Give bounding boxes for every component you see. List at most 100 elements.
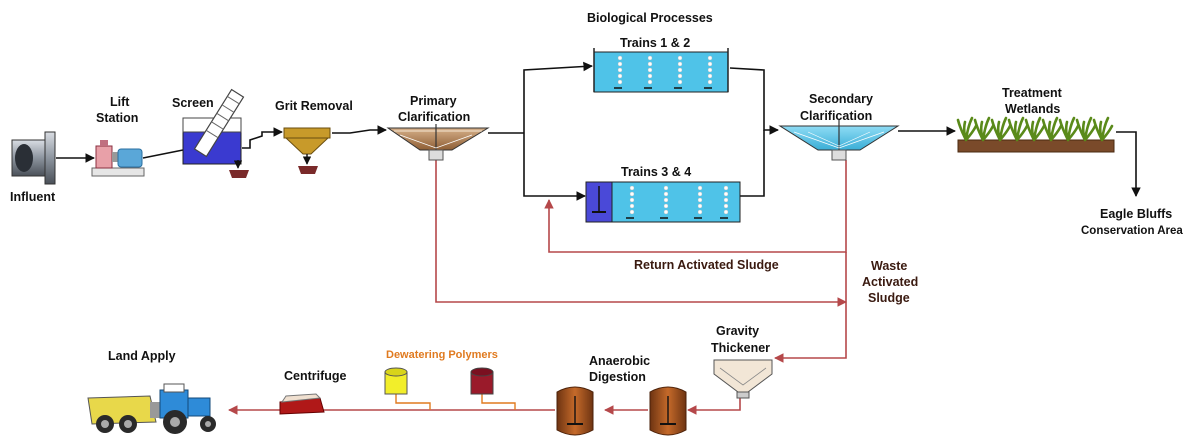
polymer-tank-red-icon xyxy=(470,367,494,395)
biological-processes-label: Biological Processes xyxy=(587,11,713,25)
air-bubble xyxy=(629,203,635,209)
air-bubble xyxy=(723,191,729,197)
wetland-plant-icon xyxy=(1058,116,1080,142)
air-bubble xyxy=(629,209,635,215)
grit-removal-label: Grit Removal xyxy=(275,99,353,113)
air-bubble xyxy=(723,203,729,209)
anaerobic-digester-1-icon xyxy=(556,386,594,436)
wetland-plants xyxy=(956,116,1114,142)
air-bubble xyxy=(697,191,703,197)
air-bubble xyxy=(663,197,669,203)
air-bubble xyxy=(677,61,683,67)
anaerobic-digester-2-icon xyxy=(649,386,687,436)
lift-station-pump-icon xyxy=(91,140,145,177)
primary-clarification-label-line1: Primary xyxy=(410,94,457,108)
lift-station-label-line2: Station xyxy=(96,111,138,125)
treatment-wetlands-icon xyxy=(957,139,1115,153)
dewatering-polymers-label: Dewatering Polymers xyxy=(386,349,498,361)
grit-removal-icon xyxy=(283,127,331,174)
anaerobic-digestion-label-line2: Digestion xyxy=(589,370,646,384)
influent-pipe-icon xyxy=(11,131,56,185)
waste-activated-sludge-label-line1: Waste xyxy=(871,259,907,273)
gravity-thickener-label-line1: Gravity xyxy=(716,324,759,338)
wetland-plant-icon xyxy=(990,116,1012,142)
air-bubble xyxy=(677,67,683,73)
centrifuge-label: Centrifuge xyxy=(284,369,347,383)
trains-1-2-label: Trains 1 & 2 xyxy=(620,36,690,50)
air-bubble xyxy=(617,67,623,73)
air-bubble xyxy=(617,55,623,61)
air-bubble xyxy=(723,185,729,191)
anaerobic-digestion-label-line1: Anaerobic xyxy=(589,354,650,368)
wetland-plant-icon xyxy=(1024,116,1046,142)
wetland-plant-icon xyxy=(973,116,995,142)
screen-label: Screen xyxy=(172,96,214,110)
air-bubble xyxy=(647,79,653,85)
tractor-trailer-icon xyxy=(87,383,216,434)
polymer-lines xyxy=(395,392,516,410)
air-bubble xyxy=(663,185,669,191)
air-bubble xyxy=(723,197,729,203)
air-bubble xyxy=(677,79,683,85)
air-bubble xyxy=(629,197,635,203)
primary-clarification-label-line2: Clarification xyxy=(398,110,470,124)
trains-3-4-label: Trains 3 & 4 xyxy=(621,165,691,179)
air-bubble xyxy=(647,61,653,67)
air-bubble xyxy=(707,67,713,73)
process-flow-lines xyxy=(56,61,1141,201)
labels: Influent Lift Station Screen Grit Remova… xyxy=(10,11,1183,384)
air-bubble xyxy=(617,79,623,85)
waste-activated-sludge-label-line3: Sludge xyxy=(868,291,910,305)
wetland-plant-icon xyxy=(1092,116,1114,142)
wetland-plant-icon xyxy=(1007,116,1029,142)
air-bubble xyxy=(697,197,703,203)
air-bubble xyxy=(723,209,729,215)
trains-3-4-tank-icon xyxy=(585,181,741,223)
eagle-bluffs-label-line2: Conservation Area xyxy=(1081,225,1183,237)
treatment-wetlands-label-line1: Treatment xyxy=(1002,86,1063,100)
eagle-bluffs-label-line1: Eagle Bluffs xyxy=(1100,207,1172,221)
air-bubble xyxy=(663,203,669,209)
wetland-plant-icon xyxy=(1041,116,1063,142)
waste-activated-sludge-label-line2: Activated xyxy=(862,275,918,289)
land-apply-label: Land Apply xyxy=(108,349,176,363)
air-bubble xyxy=(707,79,713,85)
treatment-wetlands-label-line2: Wetlands xyxy=(1005,102,1060,116)
air-bubble xyxy=(663,209,669,215)
secondary-clarification-label-line2: Clarification xyxy=(800,109,872,123)
return-activated-sludge-label: Return Activated Sludge xyxy=(634,258,779,272)
air-bubble xyxy=(647,67,653,73)
lift-station-label-line1: Lift xyxy=(110,95,130,109)
air-bubble xyxy=(647,73,653,79)
influent-label: Influent xyxy=(10,190,56,204)
centrifuge-icon xyxy=(279,393,325,415)
gravity-thickener-icon xyxy=(713,359,773,399)
screen-unit-icon xyxy=(182,88,249,178)
wetland-plant-icon xyxy=(956,116,978,142)
air-bubble xyxy=(707,55,713,61)
air-bubble xyxy=(647,55,653,61)
air-bubble xyxy=(677,73,683,79)
aeration-bubbles xyxy=(614,55,713,89)
air-bubble xyxy=(677,55,683,61)
air-bubble xyxy=(697,209,703,215)
air-bubble xyxy=(707,73,713,79)
air-bubble xyxy=(617,73,623,79)
aeration-bubbles xyxy=(626,185,729,219)
secondary-clarification-label-line1: Secondary xyxy=(809,92,873,106)
air-bubble xyxy=(617,61,623,67)
air-bubble xyxy=(697,203,703,209)
sludge-lines xyxy=(228,160,847,415)
secondary-clarifier-icon xyxy=(778,120,900,161)
air-bubble xyxy=(707,61,713,67)
air-bubble xyxy=(629,185,635,191)
primary-clarifier-icon xyxy=(386,124,490,161)
wetland-plant-icon xyxy=(1075,116,1097,142)
air-bubble xyxy=(629,191,635,197)
air-bubble xyxy=(663,191,669,197)
air-bubble xyxy=(697,185,703,191)
trains-1-2-tank-icon xyxy=(593,48,729,93)
gravity-thickener-label-line2: Thickener xyxy=(711,341,770,355)
polymer-tank-yellow-icon xyxy=(384,367,408,395)
